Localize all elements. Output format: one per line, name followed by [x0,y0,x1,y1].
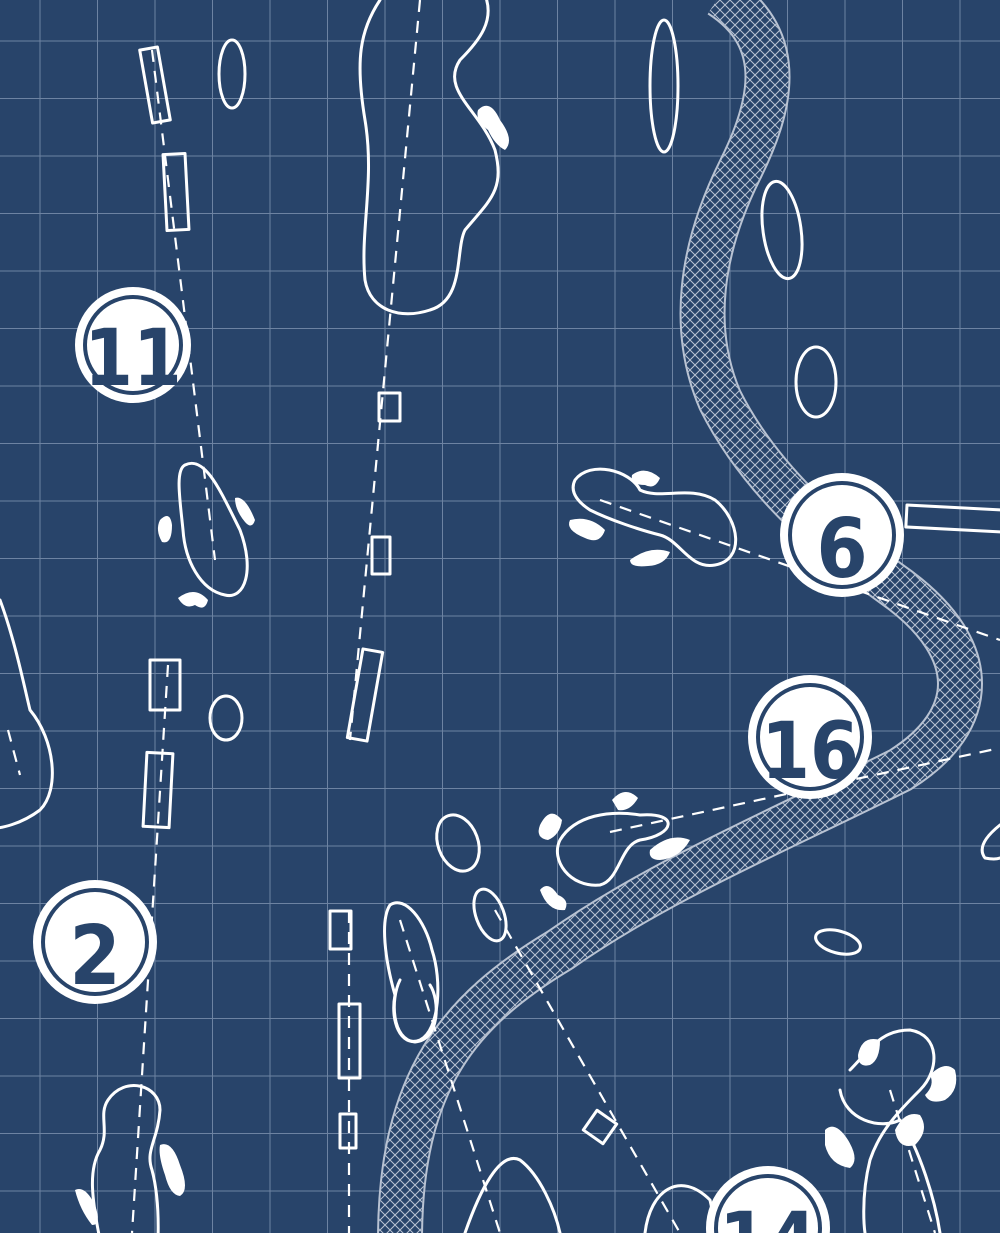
hole-marker-16[interactable]: 16 [748,675,872,799]
svg-text:14: 14 [719,1197,817,1233]
green [571,467,738,567]
hole-marker-14[interactable]: 14 [706,1166,830,1233]
tee-box [904,503,1000,534]
hole-14 [328,887,957,1233]
green [555,811,670,887]
tee-box [377,391,402,423]
svg-text:6: 6 [816,502,867,597]
green [177,461,249,597]
hole-marker-2[interactable]: 2 [33,880,157,1004]
hole-11 [138,38,255,742]
creek [377,0,983,1233]
green [91,1084,162,1233]
tee-box [141,750,175,830]
svg-text:16: 16 [761,707,859,797]
svg-text:11: 11 [84,314,182,404]
tee-box [328,909,353,951]
tee-box [370,535,392,576]
tee-box [138,45,172,125]
hole-marker-6[interactable]: 6 [780,473,904,597]
svg-text:2: 2 [69,909,120,1004]
tee-box [148,658,182,712]
tee-box [161,151,191,233]
hole-marker-11[interactable]: 11 [75,287,191,404]
tee-box [581,1108,619,1146]
tee-box [345,647,385,743]
hole-fairway-center [345,0,838,743]
